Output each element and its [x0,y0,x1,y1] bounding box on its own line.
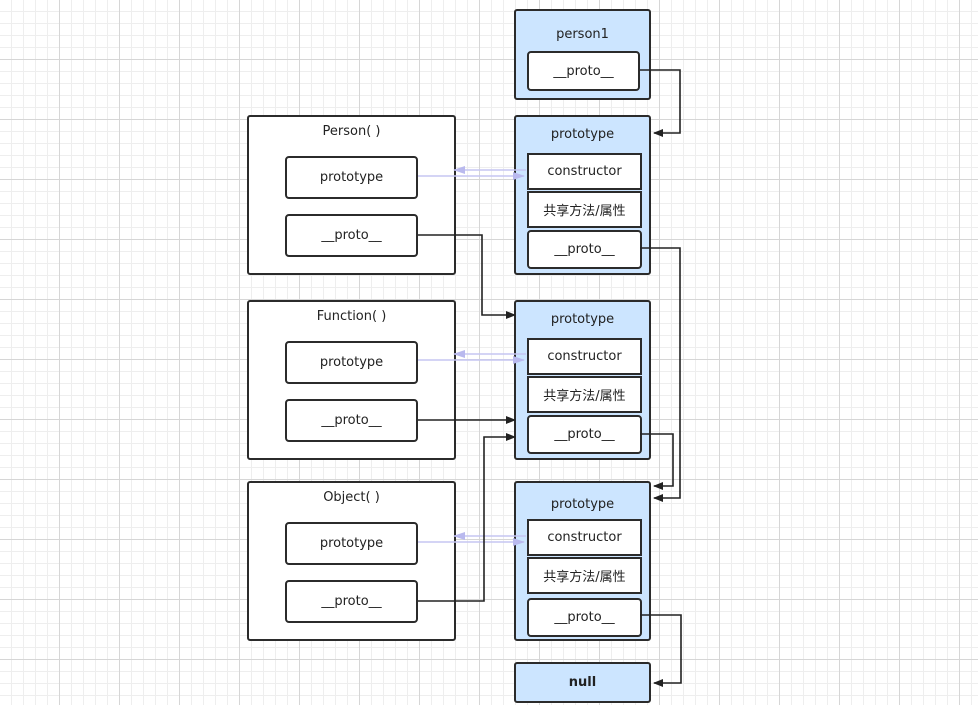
object-prototype-proto-field: __proto__ [527,598,642,637]
object-prototype-box: prototype constructor 共享方法/属性 __proto__ [514,481,651,641]
person-prototype-shared-field: 共享方法/属性 [527,191,642,228]
object-prototype-shared-field: 共享方法/属性 [527,557,642,594]
object-prototype-title: prototype [550,497,615,512]
function-prototype-shared-field: 共享方法/属性 [527,376,642,413]
function-prototype-field: prototype [285,341,418,384]
person-proto-field: __proto__ [285,214,418,257]
function-prototype-title: prototype [550,312,615,327]
person-proto-arrow [418,234,516,319]
null-box: null [514,662,651,703]
function-proto-field: __proto__ [285,399,418,442]
person1-box: person1 __proto__ [514,9,651,100]
person1-proto-field: __proto__ [527,51,640,91]
person1-proto-arrow [640,69,681,137]
object-proto-arrow [418,433,516,602]
object-constructor-box: Object( ) prototype __proto__ [247,481,456,641]
object-prototype-proto-arrow [640,614,682,687]
function-prototype-proto-arrow [640,433,674,490]
person-prototype-title: prototype [550,127,615,142]
object-proto-field: __proto__ [285,580,418,623]
object-prototype-link [418,532,526,546]
person-prototype-link [418,166,526,180]
object-prototype-field: prototype [285,522,418,565]
person-prototype-proto-arrow [640,247,681,502]
function-constructor-title: Function( ) [316,309,387,324]
person-prototype-box: prototype constructor 共享方法/属性 __proto__ [514,115,651,275]
object-prototype-constructor-field: constructor [527,519,642,556]
person-constructor-title: Person( ) [322,124,381,139]
function-prototype-constructor-field: constructor [527,338,642,375]
object-constructor-title: Object( ) [323,490,380,505]
person-prototype-constructor-field: constructor [527,153,642,190]
person-prototype-proto-field: __proto__ [527,230,642,269]
person-constructor-box: Person( ) prototype __proto__ [247,115,456,275]
function-prototype-proto-field: __proto__ [527,415,642,454]
person1-title: person1 [556,27,609,42]
person-prototype-field: prototype [285,156,418,199]
function-constructor-box: Function( ) prototype __proto__ [247,300,456,460]
function-prototype-box: prototype constructor 共享方法/属性 __proto__ [514,300,651,460]
function-prototype-link [418,350,526,364]
